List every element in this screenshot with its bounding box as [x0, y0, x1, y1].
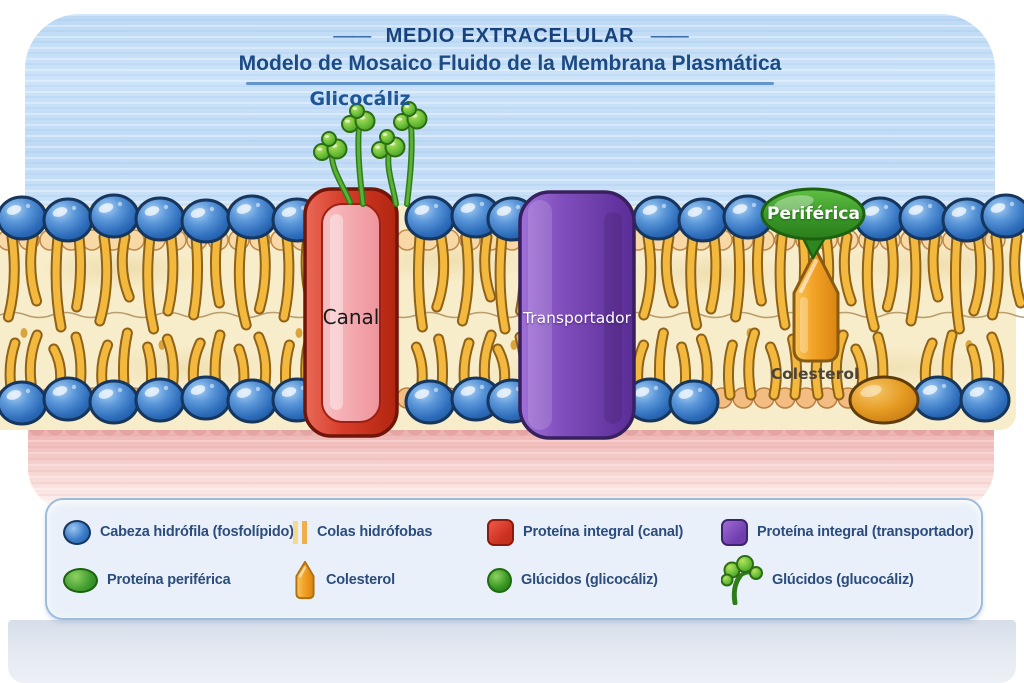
title-row: —— MEDIO EXTRACELULAR —— — [25, 25, 995, 48]
legend-item-transporter: Proteína integral (transportador) — [721, 514, 974, 550]
transporter-protein — [518, 190, 636, 440]
title-dash-left: —— — [333, 25, 371, 47]
legend-item-tails: Colas hidrófobas — [293, 514, 432, 550]
subtitle-underline — [246, 82, 774, 85]
glycocalyx-label: Glicocáliz — [309, 88, 411, 110]
inner-protein-oval — [848, 375, 920, 425]
integral-protein-transporter-icon — [721, 518, 748, 546]
legend-item-peripheral: Proteína periférica — [63, 562, 231, 598]
phospholipid-head-icon — [63, 519, 91, 545]
legend-item-label: Colas hidrófobas — [317, 524, 433, 540]
diagram-subtitle: Modelo de Mosaico Fluido de la Membrana … — [238, 52, 782, 75]
legend-item-label: Glúcidos (glicocáliz) — [521, 572, 658, 588]
legend-item-head: Cabeza hidrófila (fosfolípido) — [63, 514, 294, 550]
legend-item-label: Proteína integral (transportador) — [757, 524, 974, 540]
peripheral-protein-shape — [760, 187, 866, 260]
hydrophobic-tails-icon — [293, 520, 308, 544]
cholesterol-label: Colesterol — [770, 365, 860, 383]
legend-item-glucids-sphere: Glúcidos (glicocáliz) — [487, 562, 658, 598]
peripheral-protein-label: Periférica — [767, 204, 860, 224]
intracellular-region — [28, 416, 994, 510]
bottom-shadow — [8, 620, 1016, 683]
glucids-sphere-icon — [487, 567, 512, 593]
cholesterol-shape — [792, 248, 840, 363]
legend-item-glucids-branch: Glúcidos (glucocáliz) — [721, 555, 914, 605]
page-title: MEDIO EXTRACELULAR — [385, 25, 635, 47]
legend-item-label: Proteína periférica — [107, 572, 231, 588]
legend: Cabeza hidrófila (fosfolípido) Colas hid… — [45, 498, 983, 620]
integral-protein-channel-icon — [487, 518, 514, 546]
legend-item-label: Cabeza hidrófila (fosfolípido) — [100, 524, 294, 540]
legend-item-label: Colesterol — [326, 572, 395, 588]
glucids-branch-icon — [721, 555, 763, 605]
membrane-graphics — [0, 101, 1024, 440]
title-dash-right: —— — [650, 25, 689, 47]
legend-item-label: Proteína integral (canal) — [523, 524, 684, 540]
transporter-protein-label: Transportador — [523, 309, 631, 327]
legend-item-cholesterol: Colesterol — [293, 560, 395, 600]
channel-protein — [303, 187, 399, 438]
legend-item-label: Glúcidos (glucocáliz) — [772, 572, 914, 588]
diagram-header: —— MEDIO EXTRACELULAR —— Modelo de Mosai… — [25, 14, 995, 85]
cholesterol-icon — [295, 560, 315, 600]
legend-item-channel: Proteína integral (canal) — [487, 514, 683, 550]
glycocalyx-shape — [313, 101, 428, 207]
phospholipid-heads — [0, 193, 1024, 426]
peripheral-protein-icon — [63, 567, 98, 593]
channel-protein-label: Canal — [322, 305, 380, 329]
